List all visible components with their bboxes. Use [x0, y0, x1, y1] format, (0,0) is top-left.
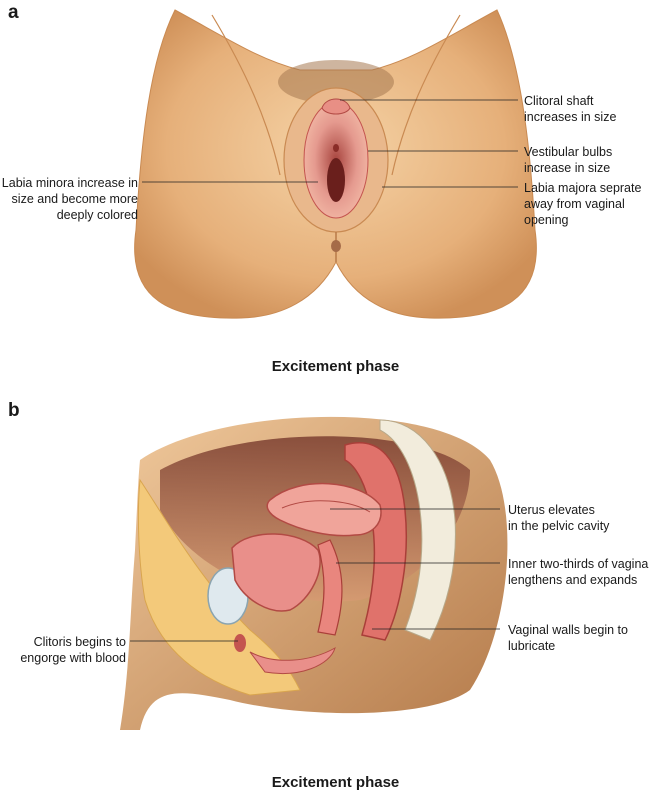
panel-b-caption: Excitement phase: [271, 774, 400, 791]
label-vaginal-walls: Vaginal walls begin to lubricate: [508, 623, 628, 653]
panel-a-illustration: [134, 9, 537, 319]
clitoris-shape: [321, 98, 351, 115]
panel-a-leader-lines: [142, 99, 518, 188]
label-clitoral-shaft: Clitoral shaft increases in size: [524, 94, 617, 124]
vaginal-opening-shape: [327, 158, 345, 202]
panel-a-letter: a: [8, 2, 19, 23]
bladder-shape: [231, 533, 321, 612]
spine-shape: [379, 419, 456, 641]
panel-b-letter: b: [8, 400, 20, 421]
label-vagina-inner: Inner two-thirds of vagina lengthens and…: [508, 557, 649, 587]
vagina-shape: [317, 539, 343, 636]
anus-shape: [331, 240, 341, 252]
panel-b-illustration: [120, 416, 508, 730]
label-labia-minora: Labia minora increase in size and become…: [1, 176, 138, 222]
label-labia-majora: Labia majora seprate away from vaginal o…: [524, 181, 642, 227]
panel-a-caption: Excitement phase: [271, 358, 400, 375]
label-uterus: Uterus elevates in the pelvic cavity: [508, 503, 610, 533]
clitoris-shape-b: [234, 634, 246, 652]
uterus-shape: [266, 482, 382, 537]
label-clitoris: Clitoris begins to engorge with blood: [20, 635, 126, 665]
pubic-hair: [278, 60, 394, 104]
label-vestibular-bulbs: Vestibular bulbs increase in size: [524, 145, 613, 175]
panel-b-leader-lines: [130, 508, 500, 642]
